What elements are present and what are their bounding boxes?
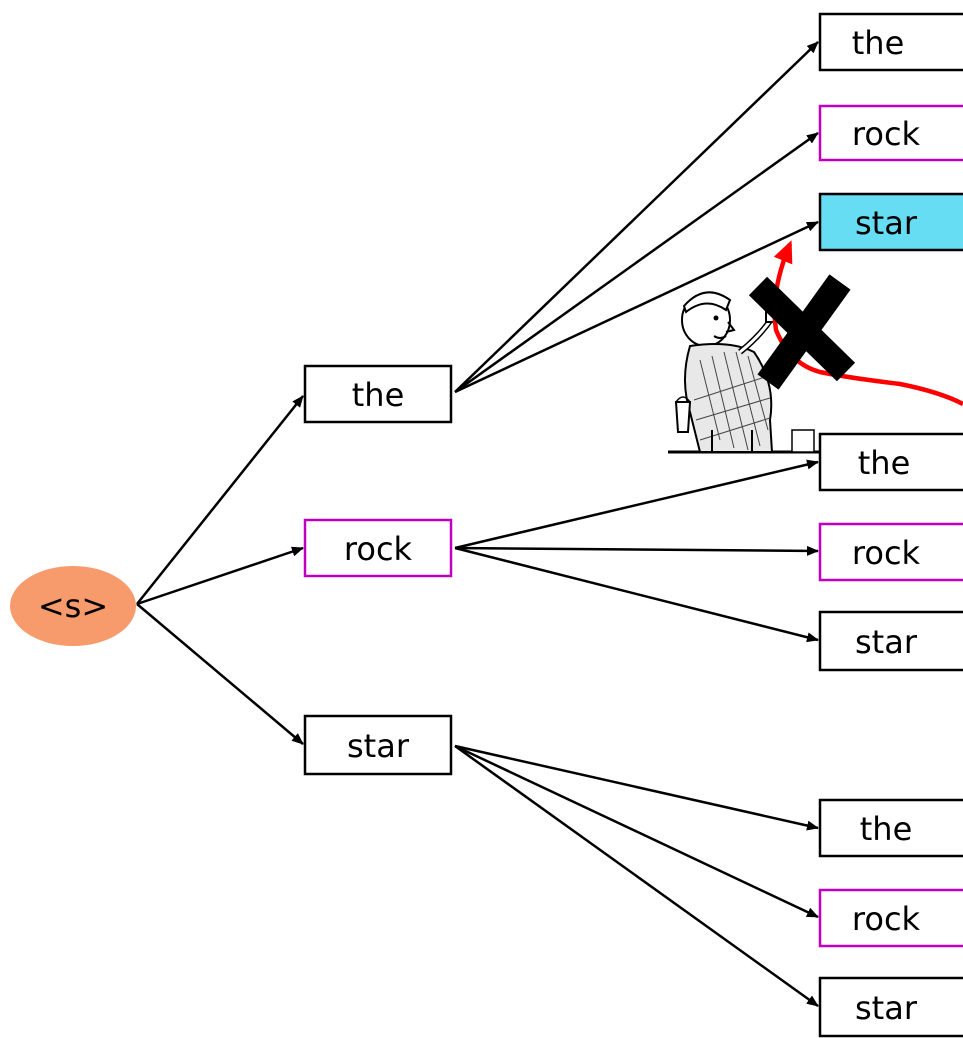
node-label: the [858,444,911,482]
level2-node-star-the: the [818,798,963,858]
edge-the-the [454,41,819,393]
edge-rock-star [454,546,819,643]
edge-start-rock [136,546,304,606]
edge-the-rock [454,131,819,394]
level2-node-star-star: star [818,976,963,1038]
edges-level1 [136,395,304,745]
level1-node-the: the [303,364,453,424]
level2-node-the-rock: rock [818,104,963,162]
level2-node-the-the: the [818,12,963,72]
edge-the-star [454,220,819,394]
cross-out-icon [748,274,856,390]
edge-rock-rock [454,545,819,556]
node-label: star [855,204,918,242]
edge-start-the [136,395,304,605]
node-label: star [855,989,918,1027]
edges-star [454,744,819,1008]
level2-node-the-star-highlighted: star [818,192,963,252]
edge-start-star [136,603,304,745]
edge-star-the [454,744,819,831]
start-node: <s> [10,566,136,646]
level2-node-rock-rock: rock [818,522,963,582]
node-label: rock [344,530,413,568]
edges-rock [454,459,819,643]
edge-star-star [454,744,819,1008]
node-label: the [860,810,913,848]
node-label: rock [852,115,921,153]
edges-the [454,41,819,394]
node-label: rock [852,534,921,572]
node-label: the [352,376,405,414]
start-node-label: <s> [38,587,108,625]
level2-node-rock-star: star [818,610,963,672]
node-label: star [855,623,918,661]
level2-node-rock-the: the [818,432,963,492]
level1-node-star: star [303,714,453,776]
node-label: rock [852,900,921,938]
node-label: star [347,727,410,765]
painter-icon [668,291,846,454]
node-label: the [852,24,905,62]
level2-node-star-rock: rock [818,888,963,948]
edge-rock-the [454,459,819,550]
level1-node-rock: rock [303,518,453,578]
edge-star-rock [454,744,819,919]
